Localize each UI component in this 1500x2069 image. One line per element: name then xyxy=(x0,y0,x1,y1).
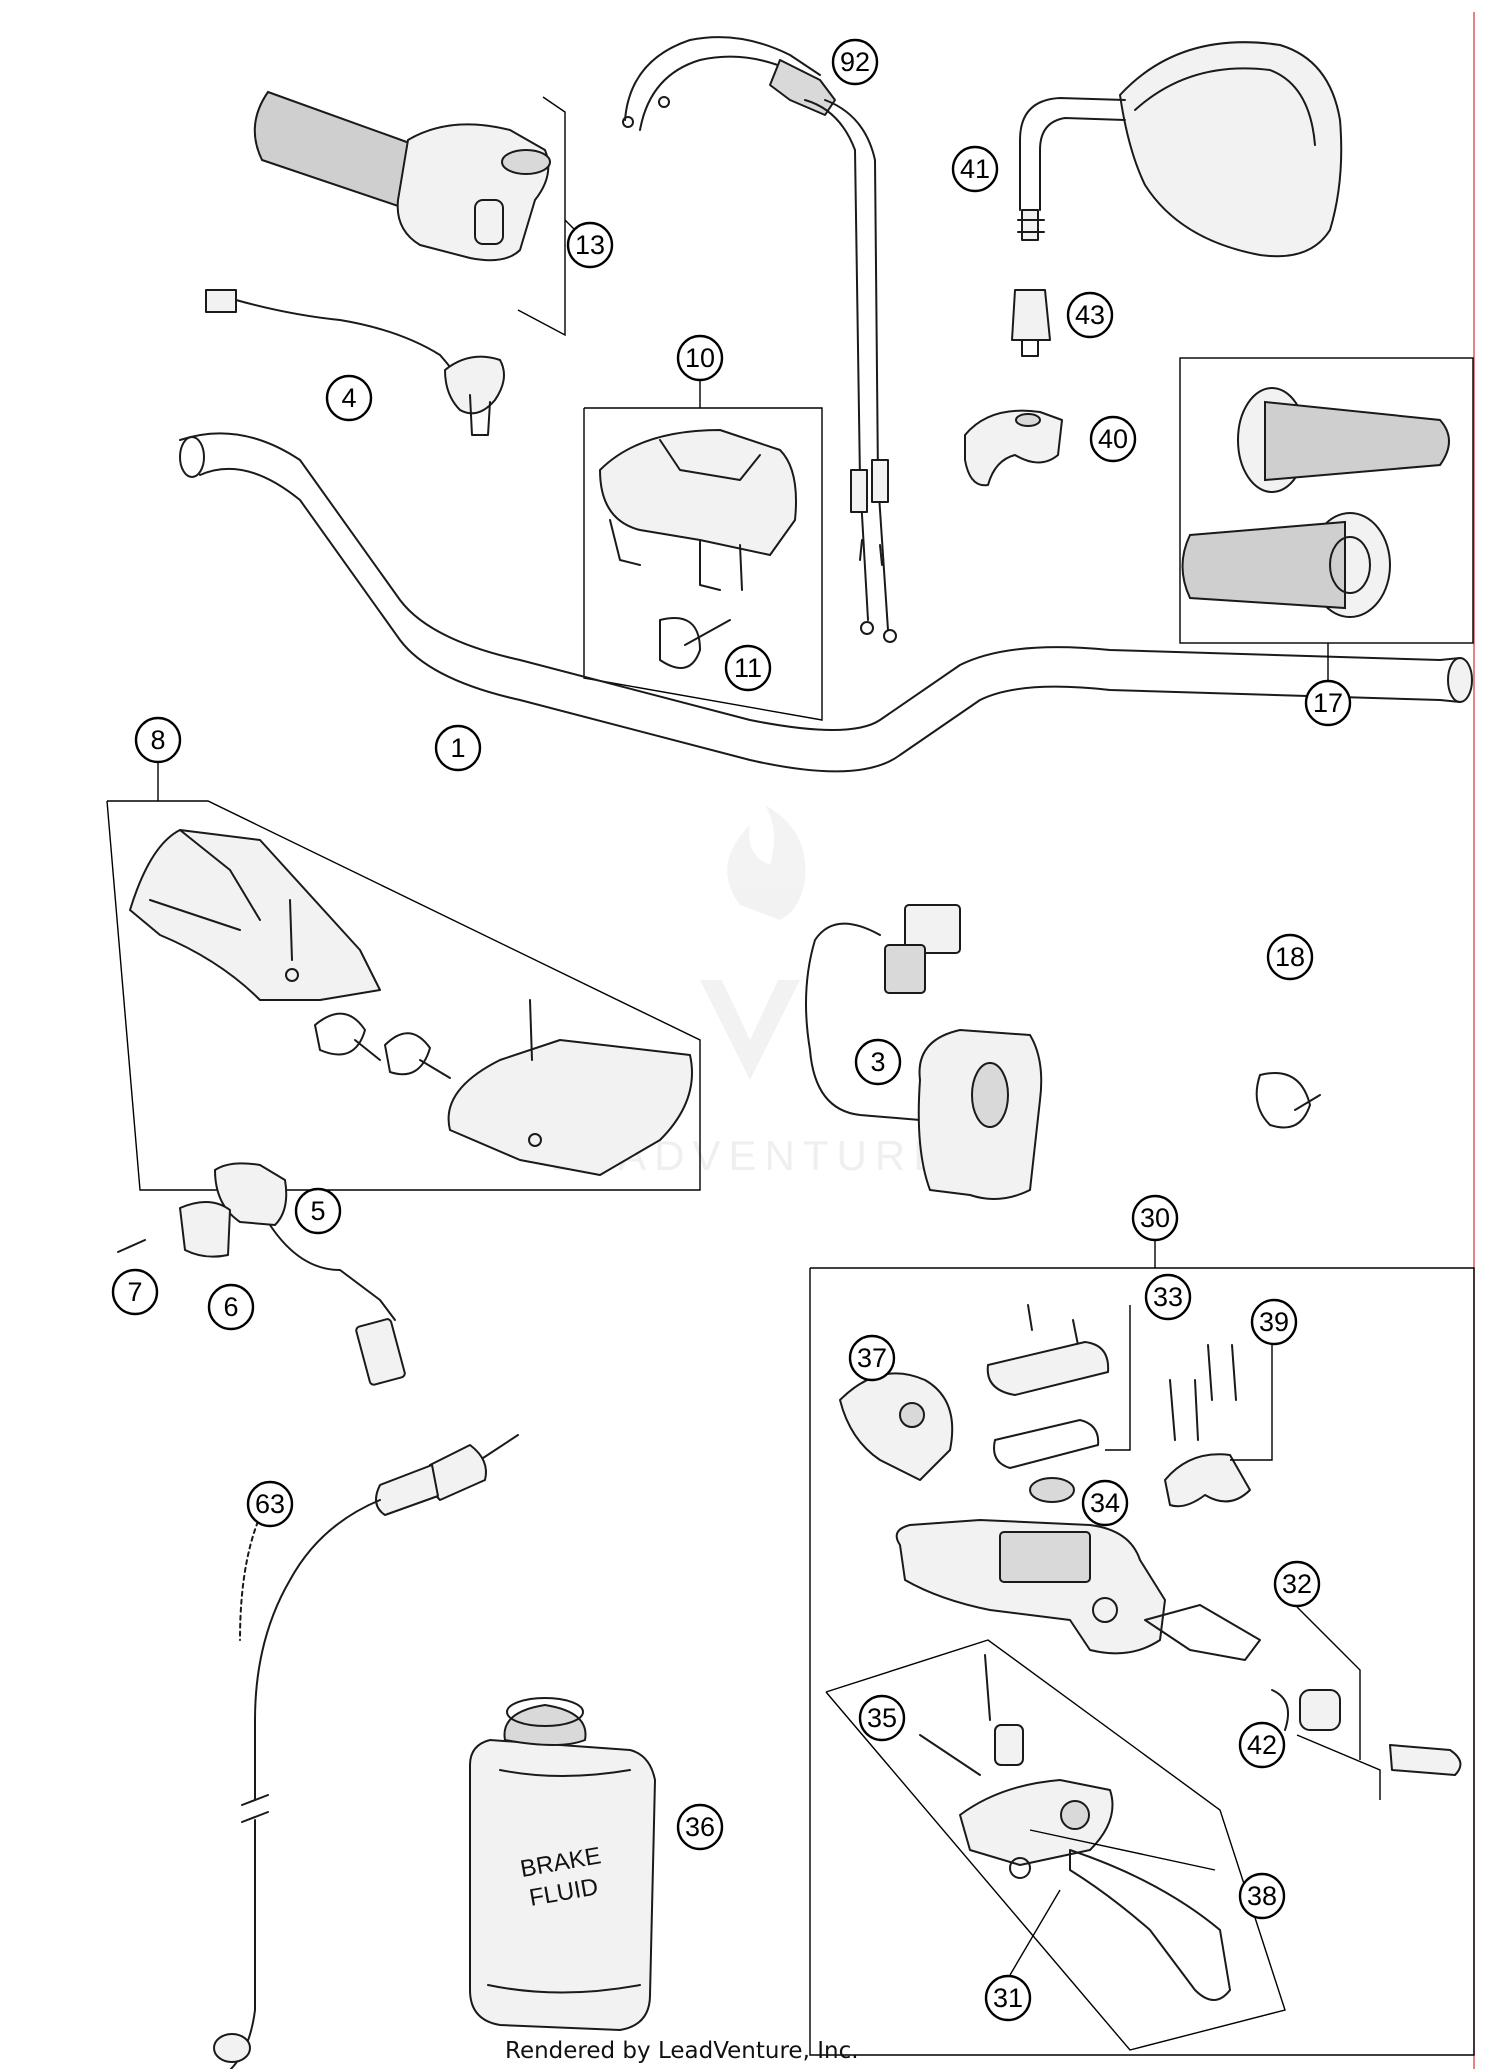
mirror-assembly xyxy=(1017,41,1343,258)
callout-7: 7 xyxy=(111,1268,159,1316)
callout-39: 39 xyxy=(1250,1298,1298,1346)
callout-10: 10 xyxy=(676,334,724,382)
callout-33-label: 33 xyxy=(1153,1282,1183,1312)
callout-13-label: 13 xyxy=(575,230,605,260)
callout-1: 1 xyxy=(434,724,482,772)
callout-17-label: 17 xyxy=(1313,688,1343,718)
callout-8-label: 8 xyxy=(150,725,165,755)
callout-38: 38 xyxy=(1238,1872,1286,1920)
callout-11-label: 11 xyxy=(734,653,762,683)
callout-5: 5 xyxy=(294,1187,342,1235)
map-switch-assembly xyxy=(117,1162,406,1386)
throttle-grip-assembly xyxy=(253,90,591,337)
callout-30: 30 xyxy=(1131,1194,1179,1242)
callout-92-label: 92 xyxy=(840,47,870,77)
callout-36: 36 xyxy=(676,1803,724,1851)
callout-40-label: 40 xyxy=(1098,424,1128,454)
callout-18: 18 xyxy=(1266,933,1314,981)
master-cylinder-group xyxy=(809,1240,1475,2056)
callout-36-label: 36 xyxy=(685,1812,715,1842)
callout-3-label: 3 xyxy=(870,1047,885,1077)
start-switch-assembly xyxy=(805,904,1043,1200)
handguard-group xyxy=(106,762,701,1191)
kill-switch-assembly xyxy=(205,289,505,436)
cable-tie-18 xyxy=(1255,1072,1321,1129)
callout-38-label: 38 xyxy=(1247,1881,1277,1911)
callout-10-label: 10 xyxy=(685,343,715,373)
handlebar xyxy=(179,432,1473,773)
callout-6-label: 6 xyxy=(223,1292,238,1322)
callout-4: 4 xyxy=(325,374,373,422)
callout-13: 13 xyxy=(566,221,614,269)
callout-33: 33 xyxy=(1144,1273,1192,1321)
callout-37-label: 37 xyxy=(857,1343,887,1373)
brake-fluid-bottle: BRAKE FLUID xyxy=(469,1697,656,2031)
callout-32: 32 xyxy=(1273,1560,1321,1608)
callout-11: 11 xyxy=(724,644,772,692)
callout-43-label: 43 xyxy=(1075,300,1105,330)
bar-pad-group xyxy=(583,380,823,721)
callout-42: 42 xyxy=(1238,1721,1286,1769)
mirror-adapter xyxy=(1011,289,1051,357)
callout-41-label: 41 xyxy=(960,154,990,184)
callout-5-label: 5 xyxy=(310,1196,325,1226)
callout-40: 40 xyxy=(1089,415,1137,463)
footer-credit: Rendered by LeadVenture, Inc. xyxy=(505,2038,859,2064)
callout-8: 8 xyxy=(134,716,182,764)
callout-43: 43 xyxy=(1066,291,1114,339)
clamp-40 xyxy=(964,409,1063,487)
callout-92: 92 xyxy=(831,38,879,86)
callout-41: 41 xyxy=(951,145,999,193)
callout-7-label: 7 xyxy=(127,1277,142,1307)
callout-34-label: 34 xyxy=(1090,1488,1120,1518)
brake-line xyxy=(213,1434,519,2069)
callout-63: 63 xyxy=(246,1480,294,1528)
callout-37: 37 xyxy=(848,1334,896,1382)
callout-30-label: 30 xyxy=(1140,1203,1170,1233)
callout-42-label: 42 xyxy=(1247,1730,1277,1760)
callout-34: 34 xyxy=(1081,1479,1129,1527)
callout-31-label: 31 xyxy=(993,1983,1023,2013)
callout-18-label: 18 xyxy=(1275,942,1305,972)
grips-group xyxy=(1179,357,1474,680)
callout-39-label: 39 xyxy=(1259,1307,1289,1337)
callout-35-label: 35 xyxy=(867,1703,897,1733)
callout-3: 3 xyxy=(854,1038,902,1086)
callout-17: 17 xyxy=(1304,679,1352,727)
callout-32-label: 32 xyxy=(1282,1569,1312,1599)
callout-63-label: 63 xyxy=(255,1489,285,1519)
callout-35: 35 xyxy=(858,1694,906,1742)
callout-6: 6 xyxy=(207,1283,255,1331)
callout-31: 31 xyxy=(984,1974,1032,2022)
callout-4-label: 4 xyxy=(341,383,356,413)
throttle-cables xyxy=(622,36,897,643)
callout-1-label: 1 xyxy=(450,733,465,763)
